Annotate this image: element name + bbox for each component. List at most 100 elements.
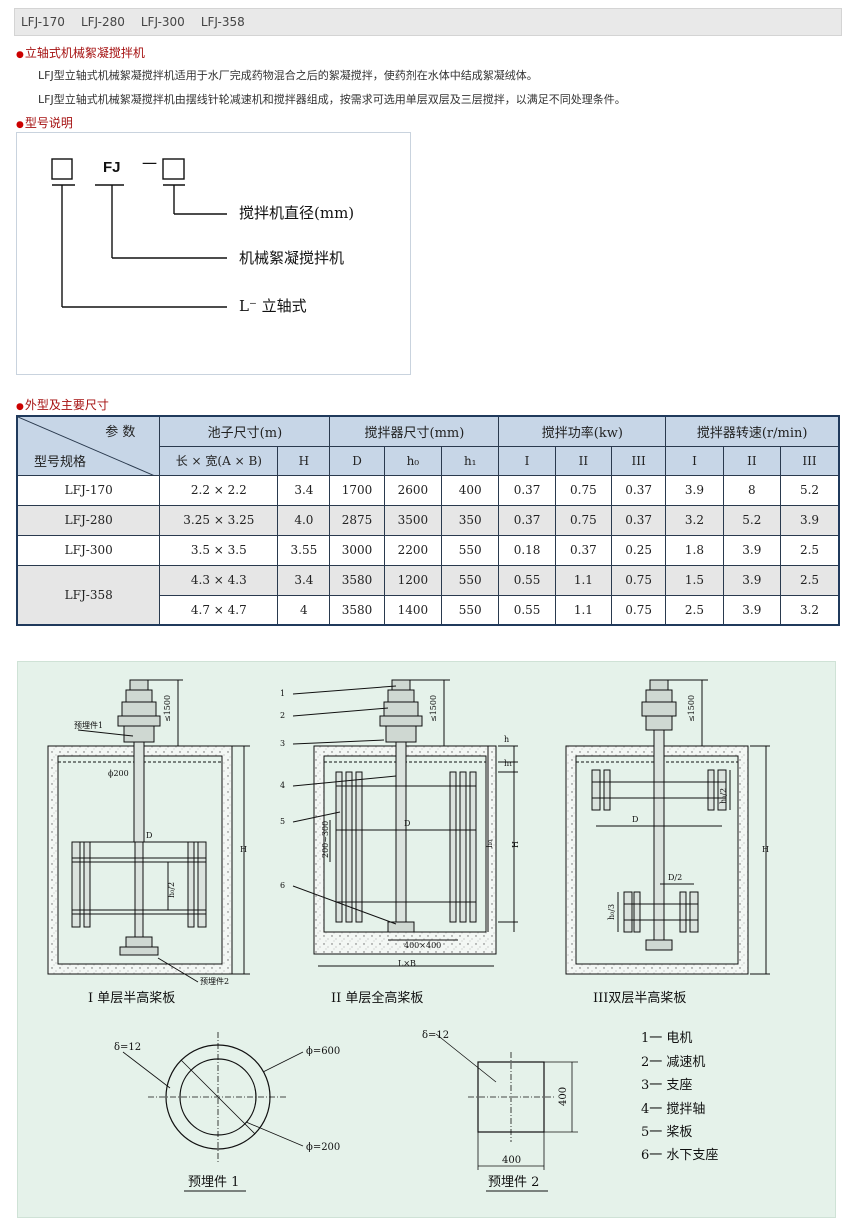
dim-D: D bbox=[146, 831, 152, 840]
caption-tank-3: III双层半高桨板 bbox=[593, 991, 687, 1006]
dim-h1: h₁ bbox=[504, 759, 512, 768]
dim-LxB: L×B bbox=[398, 959, 416, 968]
subheader: H bbox=[277, 445, 331, 476]
legend-num-2: 2 bbox=[280, 711, 285, 720]
dim-400-v: 400 bbox=[558, 1087, 569, 1106]
table-cell: 3.2 bbox=[780, 594, 840, 626]
tab-lfj-170[interactable]: LFJ-170 bbox=[21, 15, 65, 29]
table-cell: 2.5 bbox=[780, 564, 840, 596]
table-cell: 2.2 × 2.2 bbox=[159, 474, 279, 506]
embedded-part-2 bbox=[435, 1033, 578, 1170]
model-heading: ●型号说明 bbox=[16, 114, 73, 131]
dim-phi200b: ϕ=200 bbox=[306, 1142, 340, 1153]
table-cell: 4.3 × 4.3 bbox=[159, 564, 279, 596]
dim-h0-2: h₀/2 bbox=[167, 882, 176, 898]
table-cell: 550 bbox=[441, 534, 500, 566]
table-cell: 4.0 bbox=[277, 504, 331, 536]
dim-h: h bbox=[504, 735, 509, 744]
table-cell: 0.55 bbox=[498, 594, 556, 626]
model-cell: LFJ-170 bbox=[16, 474, 161, 506]
tab-lfj-280[interactable]: LFJ-280 bbox=[80, 15, 125, 29]
table-cell: 3.5 × 3.5 bbox=[159, 534, 279, 566]
table-cell: 3.9 bbox=[722, 534, 782, 566]
dim-H-3: H bbox=[762, 845, 769, 854]
table-cell: 1.8 bbox=[665, 534, 724, 566]
dim-phi200: ϕ200 bbox=[108, 769, 129, 778]
table-cell: 1.1 bbox=[554, 564, 613, 596]
embedded-part-1 bbox=[122, 1032, 304, 1162]
table-heading: ●外型及主要尺寸 bbox=[16, 396, 109, 413]
engineering-drawing: ≤1500 预埋件1 ϕ200 D H h₀/2 预埋件2 bbox=[17, 661, 836, 1218]
bullet-icon: ● bbox=[16, 50, 24, 60]
legend-num-5: 5 bbox=[280, 817, 285, 826]
table-cell: 2200 bbox=[383, 534, 443, 566]
subheader: 长 × 宽(A × B) bbox=[159, 445, 279, 476]
table-cell: 2875 bbox=[329, 504, 385, 536]
table-cell: 3.9 bbox=[780, 504, 840, 536]
intro-paragraph-2: LFJ型立轴式机械絮凝搅拌机由摆线针轮减速机和搅拌器组成，按需求可选用单层双层及… bbox=[38, 93, 626, 106]
subheader: II bbox=[554, 445, 613, 476]
tab-lfj-358[interactable]: LFJ-358 bbox=[200, 15, 245, 29]
model-lines bbox=[51, 158, 227, 308]
label-embed1: 预埋件1 bbox=[74, 720, 103, 730]
table-cell: 2.5 bbox=[780, 534, 840, 566]
table-cell: 0.37 bbox=[498, 474, 556, 506]
legend-num-4: 4 bbox=[280, 781, 285, 790]
table-cell: 1200 bbox=[383, 564, 443, 596]
caption-embed-1: 预埋件 1 bbox=[188, 1175, 240, 1190]
model-dash: 一 bbox=[142, 156, 158, 173]
table-header-row: 参 数 型号规格 池子尺寸(m) 搅拌器尺寸(mm) 搅拌功率(kw) 搅拌器转… bbox=[16, 415, 840, 476]
model-cell: LFJ-358 bbox=[16, 564, 161, 626]
table-cell: 3580 bbox=[329, 564, 385, 596]
legend-support: 3一 支座 bbox=[641, 1078, 693, 1093]
model-cell: LFJ-280 bbox=[16, 504, 161, 536]
dim-H-2: H bbox=[511, 841, 520, 848]
model-diagram: FJ 一 搅拌机直径(mm) 机械絮凝搅拌机 L⁻ 立轴式 bbox=[16, 132, 411, 375]
tab-lfj-300[interactable]: LFJ-300 bbox=[140, 15, 185, 29]
corner-diagonal bbox=[18, 417, 155, 476]
table-cell: 2.5 bbox=[665, 594, 724, 626]
subheader: I bbox=[665, 445, 724, 476]
legend-paddle: 5一 桨板 bbox=[641, 1125, 693, 1140]
dim-phi600: ϕ=600 bbox=[306, 1046, 340, 1057]
table-row: LFJ-280 3.25 × 3.25 4.0 2875 3500 350 0.… bbox=[16, 504, 840, 536]
table-title: 外型及主要尺寸 bbox=[24, 398, 109, 412]
table-cell: 3.9 bbox=[722, 564, 782, 596]
subheader: h₁ bbox=[441, 445, 500, 476]
table-cell: 0.55 bbox=[498, 564, 556, 596]
legend-underwater-support: 6一 水下支座 bbox=[641, 1148, 719, 1163]
table-row: 4.7 × 4.7 4 3580 1400 550 0.55 1.1 0.75 … bbox=[17, 594, 840, 626]
group-speed: 搅拌器转速(r/min) bbox=[665, 415, 840, 447]
tank-2 bbox=[292, 679, 518, 967]
group-pool-size: 池子尺寸(m) bbox=[159, 415, 331, 447]
table-cell: 1.5 bbox=[665, 564, 724, 596]
intro-paragraph-1: LFJ型立轴式机械絮凝搅拌机适用于水厂完成药物混合之后的絮凝搅拌，使药剂在水体中… bbox=[38, 69, 538, 82]
table-cell: 0.18 bbox=[498, 534, 556, 566]
table-cell: 3.4 bbox=[277, 564, 331, 596]
table-cell: 350 bbox=[441, 504, 500, 536]
dim-h0-3: h₀/3 bbox=[607, 904, 616, 920]
intro-title: 立轴式机械絮凝搅拌机 bbox=[24, 46, 145, 60]
table-cell: 3.4 bbox=[277, 474, 331, 506]
dim-400x400: 400×400 bbox=[404, 941, 441, 950]
dim-1500-3: ≤1500 bbox=[687, 695, 696, 722]
dim-h0-2-b: h₀/2 bbox=[719, 788, 728, 804]
table-cell: 0.75 bbox=[611, 594, 667, 626]
table-cell: 5.2 bbox=[722, 504, 782, 536]
caption-embed-2: 预埋件 2 bbox=[488, 1175, 540, 1190]
table-cell: 550 bbox=[441, 564, 500, 596]
model-title: 型号说明 bbox=[24, 116, 73, 130]
subheader: III bbox=[780, 445, 840, 476]
model-tabs: LFJ-170 LFJ-280 LFJ-300 LFJ-358 bbox=[14, 8, 842, 36]
table-corner: 参 数 型号规格 bbox=[16, 415, 161, 476]
table-cell: 4.7 × 4.7 bbox=[159, 594, 279, 626]
table-cell: 3.9 bbox=[722, 594, 782, 626]
table-cell: 1.1 bbox=[554, 594, 613, 626]
bullet-icon: ● bbox=[16, 120, 24, 130]
table-cell: 0.75 bbox=[554, 504, 613, 536]
dim-H: H bbox=[240, 845, 247, 854]
table-cell: 3.55 bbox=[277, 534, 331, 566]
spec-table: 参 数 型号规格 池子尺寸(m) 搅拌器尺寸(mm) 搅拌功率(kw) 搅拌器转… bbox=[16, 415, 840, 626]
table-row: LFJ-358 4.3 × 4.3 3.4 3580 1200 550 0.55… bbox=[16, 564, 840, 626]
subheader: III bbox=[611, 445, 667, 476]
